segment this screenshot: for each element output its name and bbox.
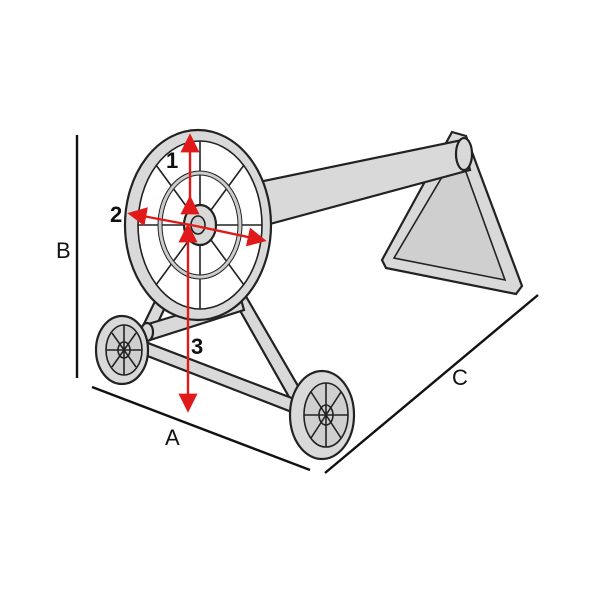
triangle-stand: [380, 130, 524, 296]
dimension-line-c: [324, 294, 539, 474]
right-wheel: [288, 369, 356, 461]
label-1: 1: [166, 148, 178, 173]
dimension-line-a: [91, 385, 311, 472]
label-c: C: [452, 365, 468, 390]
label-b: B: [56, 238, 71, 263]
left-wheel: [94, 314, 150, 386]
label-2: 2: [110, 202, 122, 227]
label-a: A: [165, 425, 180, 450]
reel-wheel: [123, 128, 273, 322]
label-3: 3: [191, 334, 203, 359]
measure-arrow-2-right: [195, 224, 267, 247]
